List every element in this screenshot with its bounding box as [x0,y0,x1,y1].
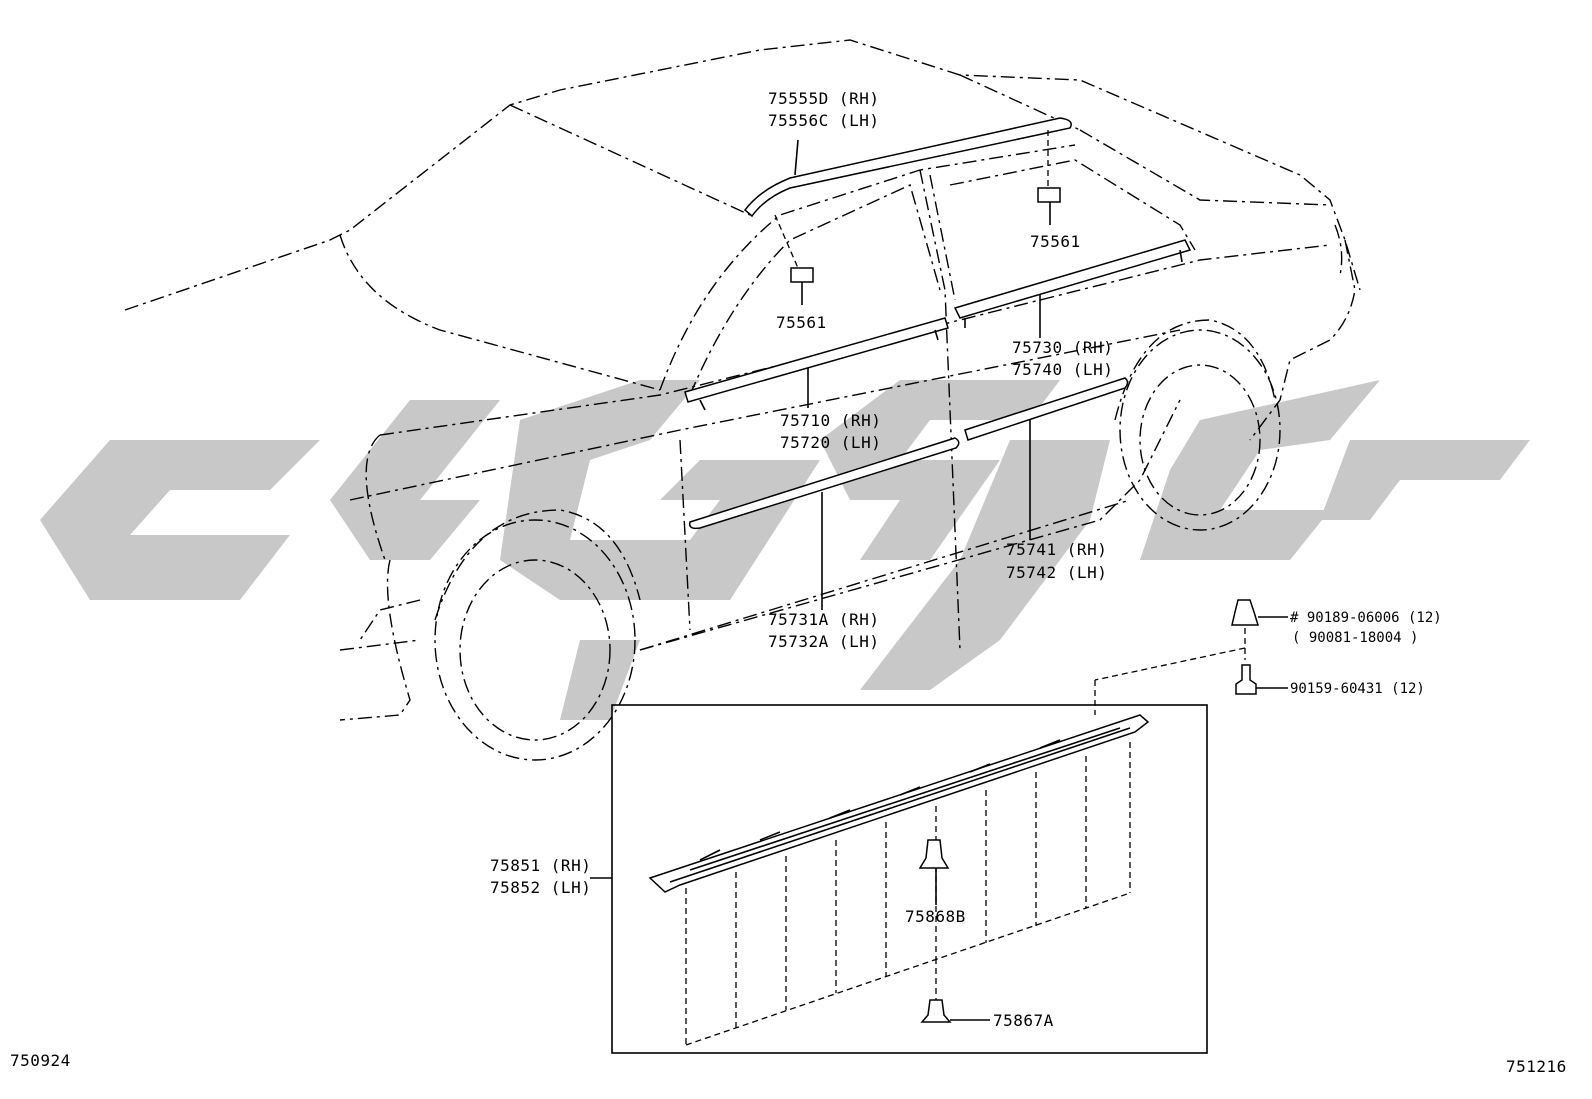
label-75868b: 75868B [905,907,966,926]
part-labels: 75555D (RH) 75556C (LH) 75561 75561 7573… [10,89,1567,1076]
rocker-panel-box [590,704,1208,1054]
label-75561-rear: 75561 [1030,232,1081,251]
rocker-clip-guides [685,742,1131,1046]
code-left: 750924 [10,1051,71,1070]
watermark-logo [40,380,1530,720]
rear-wheel [1114,319,1281,531]
label-75851: 75851 (RH) [490,856,591,875]
rear-belt-moulding [953,239,1192,338]
front-wheel [434,509,641,761]
label-90189: # 90189-06006 (12) [1290,610,1442,626]
rear-door-side-moulding [964,377,1129,540]
label-90159: 90159-60431 (12) [1290,681,1425,697]
front-door-side-moulding [688,437,960,610]
label-75720: 75720 (LH) [780,433,881,452]
label-75556c: 75556C (LH) [768,111,879,130]
label-75710: 75710 (RH) [780,411,881,430]
label-75852: 75852 (LH) [490,878,591,897]
clip-90189 [1231,599,1288,660]
roof-drip-moulding [743,117,1072,218]
rocker-panel [648,714,1150,1046]
front-belt-moulding [684,317,949,411]
label-90081: ( 90081-18004 ) [1292,630,1418,646]
code-right: 751216 [1506,1057,1567,1076]
label-75741: 75741 (RH) [1006,540,1107,559]
label-75730: 75730 (RH) [1012,338,1113,357]
label-75731a: 75731A (RH) [768,610,879,629]
label-75555d: 75555D (RH) [768,89,879,108]
clip-75867a [920,958,990,1023]
label-75740: 75740 (LH) [1012,360,1113,379]
label-75732a: 75732A (LH) [768,632,879,651]
label-75561-front: 75561 [776,313,827,332]
clip-75868b [918,839,950,905]
clip-rear-75561 [1037,130,1061,225]
screw-90159 [1094,647,1288,715]
label-75742: 75742 (LH) [1006,563,1107,582]
clip-front-75561 [774,214,814,305]
label-75867a: 75867A [993,1011,1054,1030]
